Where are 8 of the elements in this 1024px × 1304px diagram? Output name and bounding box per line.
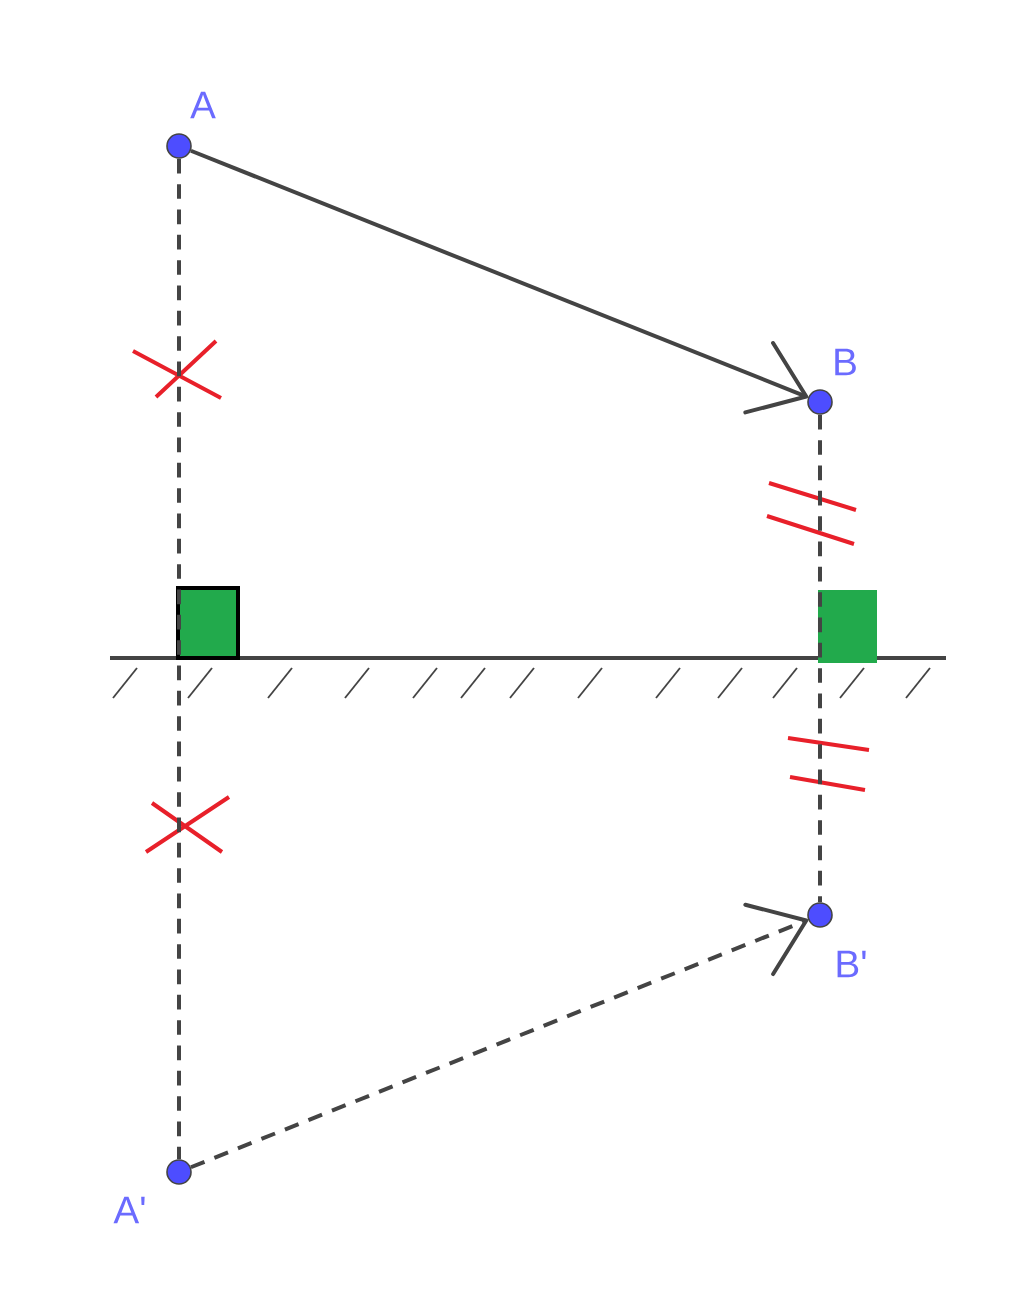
point-label: B — [835, 348, 856, 376]
point-label: B' — [837, 950, 866, 978]
connector — [190, 148, 809, 415]
point-label: A — [190, 91, 216, 119]
connector — [818, 414, 822, 903]
connector — [177, 158, 181, 1160]
connector — [190, 902, 809, 1170]
point-label: A' — [113, 1196, 145, 1224]
